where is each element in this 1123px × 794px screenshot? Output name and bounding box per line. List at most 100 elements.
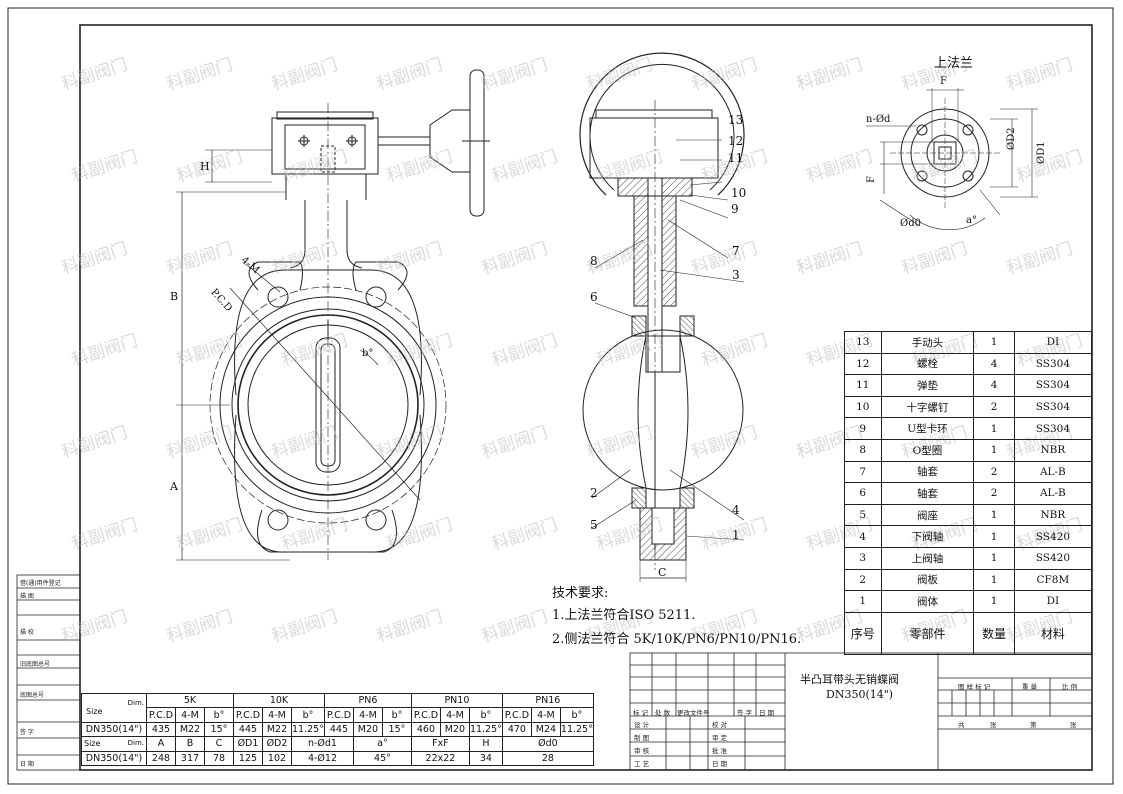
balloon-10: 10 — [731, 186, 747, 200]
left-strip-label: 日 期 — [20, 761, 34, 768]
label-D1: ØD1 — [1036, 141, 1047, 164]
dim-header2: H — [468, 736, 503, 752]
dim-sub-header: P.C.D — [323, 707, 354, 723]
parts-cell: 6 — [844, 482, 882, 505]
dim-sub-header: P.C.D — [233, 707, 263, 723]
left-strip-label: 旧底图总号 — [20, 661, 51, 668]
parts-cell: 阀板 — [880, 568, 975, 592]
label-H: H — [200, 160, 210, 173]
parts-cell: 螺栓 — [880, 352, 975, 376]
dim-value: 4-Ø12 — [291, 750, 354, 766]
dim-header2: n-Ød1 — [291, 736, 354, 752]
parts-cell: O型圈 — [880, 438, 975, 462]
dim-header2: a° — [352, 736, 412, 752]
tb-header-label: 日 期 — [759, 709, 775, 717]
dim-value: M22 — [175, 721, 205, 738]
dim-group-header: 5K — [146, 692, 234, 709]
dim-value: M20 — [439, 721, 470, 738]
dim-size-value: DN350(14") — [81, 750, 147, 766]
parts-header-cell: 数量 — [973, 611, 1015, 655]
dim-header2: Ød0 — [501, 736, 594, 752]
parts-header-row: 序号零部件数量材料 — [844, 611, 1093, 655]
balloon-6: 6 — [590, 290, 598, 304]
tb-sheet-label: 第 — [1030, 721, 1037, 729]
parts-cell: 3 — [844, 546, 882, 570]
tb-weight-label: 重 量 — [1022, 683, 1038, 691]
parts-cell: NBR — [1013, 503, 1093, 527]
dim-sub-header: b° — [468, 707, 503, 723]
parts-cell: 1 — [844, 590, 882, 613]
tb-header-label: 更改文件号 — [677, 709, 710, 717]
label-F-top: F — [940, 76, 947, 87]
label-D2: ØD2 — [1006, 127, 1017, 150]
dim-group-header: PN16 — [501, 692, 594, 709]
dim-value: 15° — [204, 721, 234, 738]
parts-cell: 1 — [973, 417, 1015, 440]
dim-sub-header: b° — [204, 707, 234, 723]
parts-cell: 轴套 — [880, 482, 975, 505]
tb-role-label: 设 计 — [634, 721, 650, 729]
label-d0: Ød0 — [900, 218, 921, 229]
label-F-side: F — [865, 176, 877, 183]
parts-header-cell: 序号 — [844, 611, 882, 655]
side-view — [579, 52, 745, 582]
dim-value: 317 — [175, 750, 205, 766]
label-nod: n-Ød — [866, 114, 891, 125]
parts-cell: CF8M — [1013, 568, 1093, 592]
dim-header2: C — [204, 736, 234, 752]
parts-cell: 阀座 — [880, 503, 975, 527]
parts-cell: NBR — [1013, 438, 1093, 462]
title-block-grid — [629, 652, 1093, 771]
parts-cell: AL-B — [1013, 460, 1093, 484]
label-A: A — [170, 480, 178, 493]
parts-cell: SS304 — [1013, 352, 1093, 376]
dim-value: M20 — [352, 721, 383, 738]
tb-scale-label: 比 例 — [1062, 683, 1078, 691]
dim-value: 11.25° — [468, 721, 503, 738]
dim-value: 22x22 — [410, 750, 470, 766]
dim-sub-header: 4-M — [262, 707, 292, 723]
parts-cell: 2 — [973, 395, 1015, 419]
tb-role-label: 批 准 — [712, 747, 728, 755]
tb-sheet-label: 共 — [958, 721, 965, 729]
tb-role-label: 校 对 — [712, 721, 728, 729]
dim-value: 11.25° — [559, 721, 594, 738]
balloon-9: 9 — [731, 202, 739, 216]
dim-header2: B — [175, 736, 205, 752]
balloon-13: 13 — [728, 113, 744, 127]
dim-value: 78 — [204, 750, 234, 766]
dim-header2: A — [146, 736, 176, 752]
parts-cell: 11 — [844, 374, 882, 397]
label-b: b° — [362, 348, 374, 359]
dim-corner-label: Dim. — [127, 699, 144, 708]
tb-sheet-label: 张 — [990, 721, 997, 729]
parts-cell: 1 — [973, 546, 1015, 570]
parts-cell: 2 — [973, 482, 1015, 505]
tb-header-label: 处 数 — [655, 709, 671, 717]
dim-value: 445 — [233, 721, 263, 738]
dim-value: 15° — [381, 721, 412, 738]
balloon-8: 8 — [590, 254, 598, 268]
left-strip-label: 底图总号 — [20, 692, 45, 699]
parts-cell: 4 — [973, 374, 1015, 397]
parts-cell: 弹垫 — [880, 374, 975, 397]
parts-cell: DI — [1013, 331, 1093, 354]
dim-header2: FxF — [410, 736, 470, 752]
dim-value: 248 — [146, 750, 176, 766]
parts-cell: DI — [1013, 590, 1093, 613]
parts-cell: 1 — [973, 568, 1015, 592]
tb-role-label: 审 定 — [712, 734, 728, 742]
dim-sub-header: P.C.D — [146, 707, 176, 723]
